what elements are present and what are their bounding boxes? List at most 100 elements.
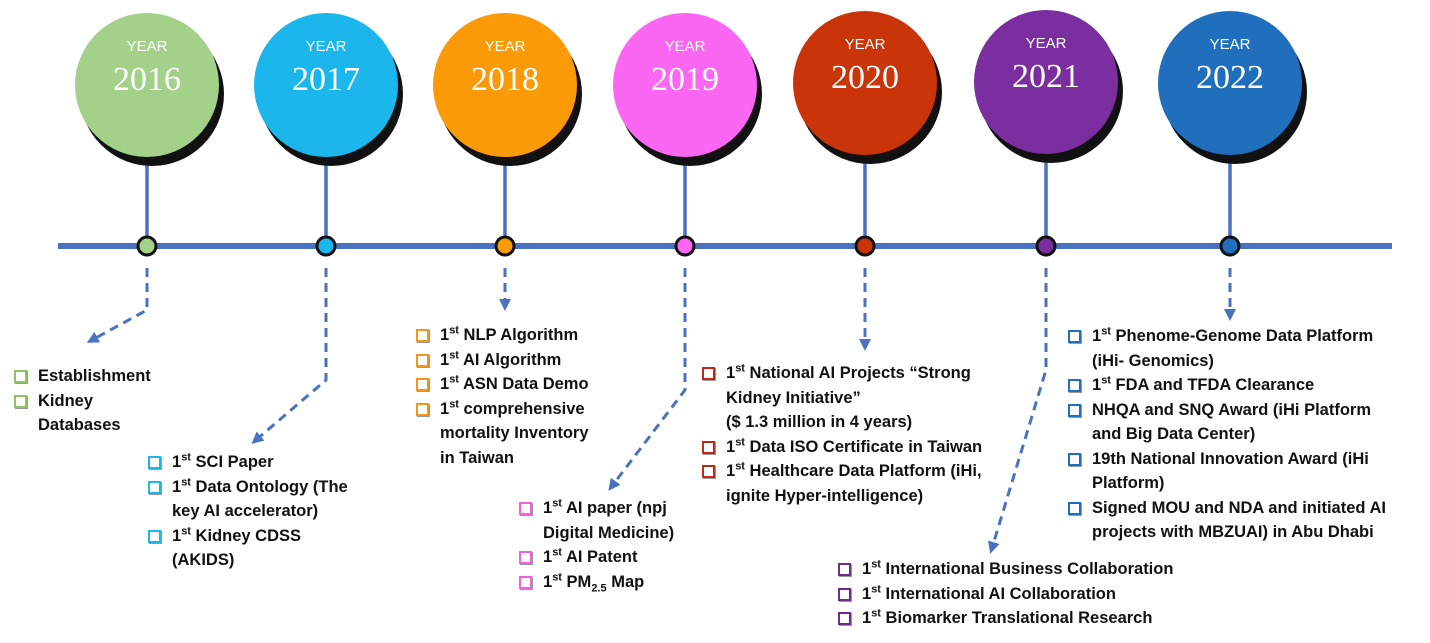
ordinal-suffix: st	[735, 436, 745, 448]
milestone-text: 1st Healthcare Data Platform (iHi, ignit…	[726, 460, 982, 505]
checkbox-bullet-icon	[416, 402, 429, 416]
year-marker-2016	[75, 13, 224, 343]
milestone-item: 1st Data ISO Certificate in Taiwan	[702, 435, 982, 460]
milestone-item: 1st AI Patent	[519, 545, 674, 570]
timeline-dot	[136, 235, 158, 257]
milestone-text: 19th National Innovation Award (iHi Plat…	[1092, 450, 1369, 493]
ordinal-suffix: st	[735, 460, 745, 473]
text-run: Kidney Databases	[38, 391, 121, 435]
checkbox-bullet-icon	[1068, 330, 1081, 343]
ordinal-suffix: st	[1101, 374, 1111, 387]
text-run: 1	[172, 453, 182, 471]
ordinal-suffix: st	[181, 451, 191, 464]
ordinal-suffix: st	[552, 497, 562, 510]
dashed-arrow	[988, 268, 1048, 554]
milestones-2019: 1st AI paper (npj Digital Medicine)1st A…	[519, 496, 674, 594]
timeline-dot	[315, 235, 337, 257]
text-run: 1	[440, 375, 450, 393]
timeline-dot	[674, 235, 696, 257]
text-run: 19th National Innovation Award (iHi Plat…	[1092, 449, 1369, 493]
text-run: Establishment	[38, 367, 151, 385]
year-label: YEAR	[305, 38, 347, 55]
year-marker-2022	[1158, 11, 1307, 321]
milestone-text: 1st Phenome-Genome Data Platform (iHi- G…	[1092, 326, 1374, 370]
checkbox-bullet-icon	[1068, 452, 1081, 466]
year-circle	[433, 13, 577, 157]
text-run: 1	[172, 477, 182, 496]
year-marker-2017	[251, 13, 403, 444]
text-run: Kidney CDSS (AKIDS)	[172, 526, 301, 570]
text-run: 1	[726, 462, 736, 480]
checkbox-bullet-icon	[702, 440, 715, 454]
text-run: 1	[726, 364, 736, 382]
text-run: 1	[440, 399, 450, 418]
text-run: comprehensive mortality Inventory in Tai…	[440, 399, 589, 467]
milestones-2020: 1st National AI Projects “Strong Kidney …	[702, 361, 982, 508]
text-run: 1	[1092, 376, 1102, 394]
ordinal-suffix: st	[449, 398, 459, 410]
dashed-arrow	[251, 268, 328, 444]
milestones-2022: 1st Phenome-Genome Data Platform (iHi- G…	[1068, 324, 1386, 545]
year-marker-2021	[974, 10, 1123, 554]
checkbox-bullet-icon	[702, 465, 715, 478]
text-run: 1	[862, 560, 872, 578]
text-run: 1	[543, 499, 553, 517]
year-value: 2016	[113, 61, 181, 98]
milestone-text: 1st Kidney CDSS (AKIDS)	[172, 526, 301, 570]
milestone-text: 1st AI paper (npj Digital Medicine)	[543, 497, 675, 542]
milestone-text: Establishment	[38, 367, 151, 385]
ordinal-suffix: st	[449, 324, 459, 337]
year-circle	[613, 13, 757, 157]
text-run: FDA and TFDA Clearance	[1110, 376, 1315, 394]
milestone-text: 1st AI Algorithm	[440, 349, 561, 369]
ordinal-suffix: st	[449, 349, 459, 361]
milestone-item: 1st SCI Paper	[148, 450, 348, 475]
milestone-item: 1st International Business Collaboration	[838, 557, 1173, 582]
checkbox-bullet-icon	[148, 456, 161, 469]
checkbox-bullet-icon	[148, 529, 161, 543]
checkbox-bullet-icon	[14, 394, 27, 408]
timeline-dot	[1219, 235, 1241, 257]
text-run: National AI Projects “Strong Kidney Init…	[726, 364, 971, 431]
year-label: YEAR	[844, 36, 886, 53]
checkbox-bullet-icon	[1068, 403, 1081, 417]
year-circle	[254, 13, 398, 157]
milestone-item: 1st Phenome-Genome Data Platform (iHi- G…	[1068, 324, 1386, 373]
ordinal-suffix: st	[552, 571, 562, 583]
milestone-item: 1st NLP Algorithm	[416, 323, 589, 348]
checkbox-bullet-icon	[1068, 379, 1081, 392]
text-run: Phenome-Genome Data Platform (iHi- Genom…	[1092, 327, 1374, 370]
milestone-text: Kidney Databases	[38, 392, 121, 435]
year-circle	[974, 10, 1118, 154]
ordinal-suffix: st	[552, 546, 562, 559]
milestone-text: 1st Data Ontology (The key AI accelerato…	[172, 476, 348, 521]
text-run: NLP Algorithm	[458, 326, 579, 344]
text-run: 1	[543, 548, 553, 566]
text-run: Map	[606, 572, 645, 591]
milestone-text: 1st ASN Data Demo	[440, 374, 589, 393]
milestone-text: Signed MOU and NDA and initiated AI proj…	[1092, 499, 1386, 542]
year-label: YEAR	[1209, 36, 1251, 53]
checkbox-bullet-icon	[838, 563, 851, 576]
ordinal-suffix: st	[181, 476, 191, 488]
text-run: AI paper (npj Digital Medicine)	[543, 499, 675, 542]
text-run: 1	[726, 437, 736, 456]
text-run: Data ISO Certificate in Taiwan	[744, 437, 983, 456]
milestone-item: 1st Healthcare Data Platform (iHi, ignit…	[702, 459, 982, 508]
checkbox-bullet-icon	[838, 612, 851, 625]
checkbox-bullet-icon	[416, 329, 429, 342]
year-circle	[793, 11, 937, 155]
year-circle	[75, 13, 219, 157]
milestone-text: 1st International AI Collaboration	[862, 584, 1116, 603]
milestone-item: Kidney Databases	[14, 389, 151, 438]
checkbox-bullet-icon	[14, 370, 27, 383]
checkbox-bullet-icon	[1068, 501, 1081, 515]
